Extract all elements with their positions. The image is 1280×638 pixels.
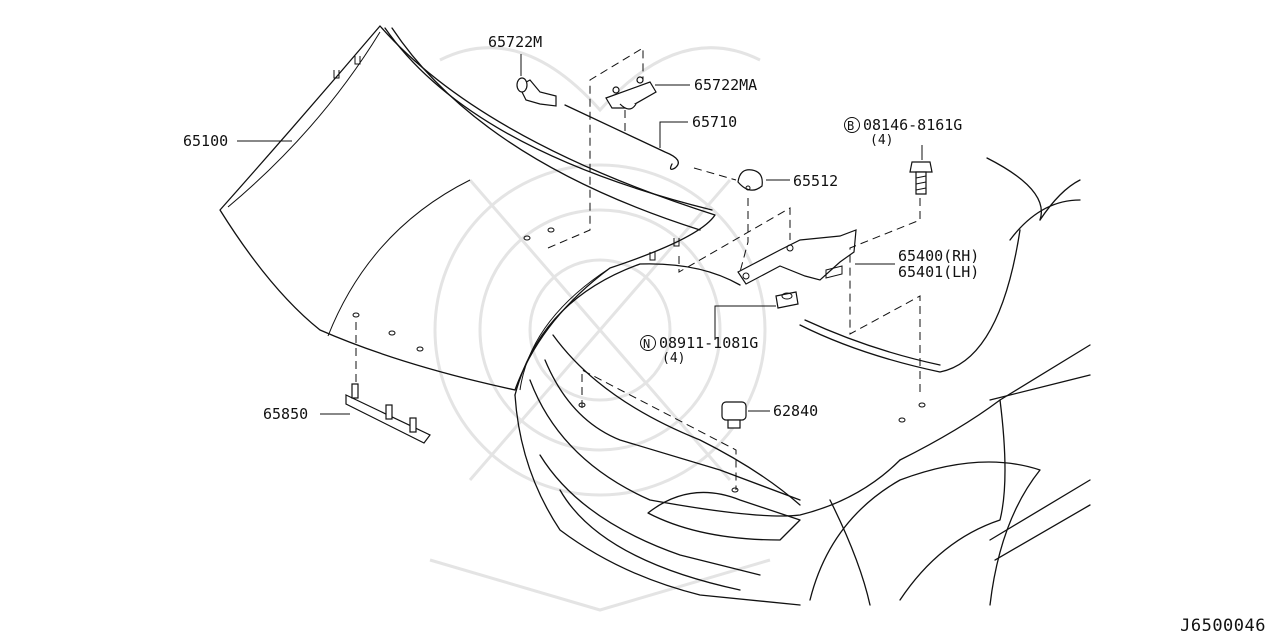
stopper-part — [721, 401, 747, 429]
hood-hinge-part — [737, 229, 857, 285]
bolt-prefix: B — [847, 119, 854, 133]
callout-hood-rod: 65710 — [692, 113, 737, 131]
nut-part — [775, 291, 799, 309]
hood-rod-part — [564, 104, 679, 170]
callout-bumper-rubber: 65512 — [793, 172, 838, 190]
callout-bolt-qty: (4) — [870, 133, 893, 148]
callout-stopper: 62840 — [773, 402, 818, 420]
callout-hinge-rh: 65400(RH) — [898, 247, 979, 265]
callout-rod-holder: 65722MA — [694, 76, 757, 94]
bolt-part — [909, 161, 933, 195]
callout-hood: 65100 — [183, 132, 228, 150]
callout-hood-rod-clip: 65722M — [488, 33, 542, 51]
diagram-code: J6500046 — [1180, 616, 1266, 636]
hood-rod-clip-part — [516, 77, 557, 107]
leader-lines — [237, 54, 923, 415]
watermark-emblem — [429, 46, 771, 612]
bumper-rubber-part — [737, 169, 763, 191]
nut-prefix: N — [643, 337, 650, 351]
assembly-dashed-lines — [355, 47, 921, 490]
callout-bolt: 08146-8161G — [863, 116, 962, 134]
callout-nut: 08911-1081G — [659, 334, 758, 352]
bolt-symbol-icon — [844, 117, 860, 133]
vehicle-front-body — [514, 157, 1091, 606]
hood-panel — [219, 25, 716, 391]
nut-symbol-icon — [640, 335, 656, 351]
hood-seal-part — [345, 383, 431, 444]
callout-hinge-lh: 65401(LH) — [898, 263, 979, 281]
callout-hood-seal: 65850 — [263, 405, 308, 423]
rod-holder-part — [605, 76, 657, 110]
callout-nut-qty: (4) — [662, 351, 685, 366]
